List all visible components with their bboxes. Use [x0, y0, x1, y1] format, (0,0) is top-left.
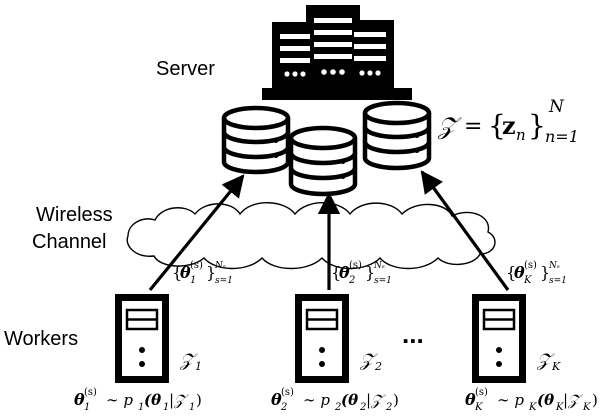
- worker-k-cond-sub: K: [582, 402, 591, 413]
- upload-label-1: { θ (s) 1 } Nₛ s=1: [172, 260, 233, 286]
- worker-2: 𝒵 2 θ (s) 2 ∼ p 2 (θ 2 |𝒵 2 ): [271, 294, 399, 413]
- worker-1-dataset: 𝒵: [179, 350, 198, 371]
- upload-1-close: }: [206, 263, 216, 282]
- dataset-open-brace: {: [488, 109, 506, 142]
- dataset-size: N: [548, 97, 565, 117]
- upload-1-upper: Nₛ: [214, 261, 226, 271]
- upload-1-sub: 1: [190, 275, 196, 286]
- worker-2-cond-sub: 2: [385, 402, 392, 413]
- worker-1-args-sub: 1: [163, 402, 169, 413]
- worker-2-args-sub: 2: [359, 402, 366, 413]
- worker-1-dataset-index: 1: [195, 360, 202, 373]
- worker-1-sampling: θ (s) 1 ∼ p 1 (θ 1 |𝒵 1 ): [74, 387, 202, 413]
- dataset-element: z: [502, 111, 516, 140]
- upload-2-upper: Nₛ: [373, 261, 385, 271]
- server-rack-icon: [262, 5, 412, 100]
- worker-1-sample-sub: 1: [84, 402, 90, 413]
- wireless-label: Wireless: [36, 204, 113, 226]
- worker-2-sample-sub: 2: [280, 402, 287, 413]
- upload-3-lower: s=1: [549, 276, 567, 286]
- upload-1-lower: s=1: [215, 276, 233, 286]
- upload-3-sup: (s): [524, 260, 537, 271]
- worker-1-dist: ∼ p: [106, 391, 133, 409]
- upload-2-lower: s=1: [374, 276, 392, 286]
- worker-1-p-sub: 1: [138, 402, 144, 413]
- upload-2-sup: (s): [349, 260, 362, 271]
- worker-2-dataset: 𝒵: [359, 350, 378, 371]
- worker-1-sample-sup: (s): [84, 387, 97, 398]
- worker-k: 𝒵 K θ (s) K ∼ p K (θ K |𝒵 K ): [465, 294, 598, 413]
- worker-k-dist: ∼ p: [497, 391, 524, 409]
- worker-computer-icon: [472, 294, 526, 383]
- worker-1: 𝒵 1 θ (s) 1 ∼ p 1 (θ 1 |𝒵 1 ): [74, 294, 202, 413]
- worker-computer-icon: [295, 294, 349, 383]
- workers-label: Workers: [4, 328, 78, 350]
- worker-2-args: (θ: [341, 391, 358, 409]
- worker-k-args-sub: K: [555, 402, 564, 413]
- worker-k-dataset-index: K: [551, 360, 561, 373]
- worker-2-dataset-index: 2: [374, 360, 382, 373]
- upload-3-theta: θ: [514, 263, 525, 282]
- worker-1-args: (θ: [144, 391, 161, 409]
- worker-2-p-sub: 2: [334, 402, 341, 413]
- worker-2-dist: ∼ p: [303, 391, 330, 409]
- dataset-element-index: n: [516, 126, 526, 144]
- worker-k-args: (θ: [537, 391, 554, 409]
- upload-label-2: { θ (s) 2 } Nₛ s=1: [331, 260, 392, 286]
- server-label: Server: [156, 58, 215, 80]
- database-icon-right: [362, 100, 432, 171]
- upload-2-sub: 2: [348, 275, 355, 286]
- dataset-range: n=1: [545, 127, 579, 146]
- worker-k-dataset: 𝒵: [536, 350, 555, 371]
- upload-arrow-1: [148, 174, 245, 292]
- upload-2-open: {: [331, 263, 341, 282]
- database-icon-left: [221, 105, 291, 175]
- upload-3-open: {: [506, 263, 516, 282]
- upload-1-open: {: [172, 263, 182, 282]
- database-icon-center: [288, 125, 358, 197]
- worker-1-end: ): [196, 391, 202, 409]
- ellipsis: ...: [402, 319, 424, 349]
- worker-k-cond: |𝒵: [563, 391, 583, 409]
- channel-label: Channel: [32, 231, 107, 253]
- worker-2-sample-sup: (s): [281, 387, 294, 398]
- upload-label-3: { θ (s) K } Nₛ s=1: [506, 260, 567, 286]
- upload-2-close: }: [365, 263, 375, 282]
- worker-k-sample-sub: K: [474, 402, 483, 413]
- upload-3-upper: Nₛ: [548, 261, 560, 271]
- upload-3-close: }: [540, 263, 550, 282]
- dataset-symbol: 𝒵: [437, 112, 462, 140]
- worker-1-cond: |𝒵: [169, 391, 189, 409]
- upload-1-theta: θ: [180, 263, 191, 282]
- worker-1-sample-theta: θ: [74, 390, 85, 409]
- worker-k-sample-theta: θ: [465, 390, 476, 409]
- worker-computer-icon: [115, 294, 169, 383]
- worker-k-p-sub: K: [528, 402, 537, 413]
- worker-2-end: ): [393, 391, 399, 409]
- worker-2-sample-theta: θ: [271, 390, 282, 409]
- dataset-close-brace: }: [528, 109, 546, 142]
- upload-2-theta: θ: [339, 263, 350, 282]
- worker-1-cond-sub: 1: [189, 402, 195, 413]
- dataset-equals: =: [464, 114, 482, 139]
- worker-k-sample-sup: (s): [475, 387, 488, 398]
- worker-2-sampling: θ (s) 2 ∼ p 2 (θ 2 |𝒵 2 ): [271, 387, 399, 413]
- wireless-cloud: [126, 202, 496, 270]
- dataset-formula: 𝒵 = { z n } N n=1: [437, 97, 579, 146]
- worker-k-end: ): [592, 391, 598, 409]
- worker-2-cond: |𝒵: [366, 391, 386, 409]
- worker-k-sampling: θ (s) K ∼ p K (θ K |𝒵 K ): [465, 387, 598, 413]
- upload-1-sup: (s): [190, 260, 203, 271]
- upload-3-sub: K: [523, 275, 532, 286]
- upload-arrow-3: [420, 170, 510, 291]
